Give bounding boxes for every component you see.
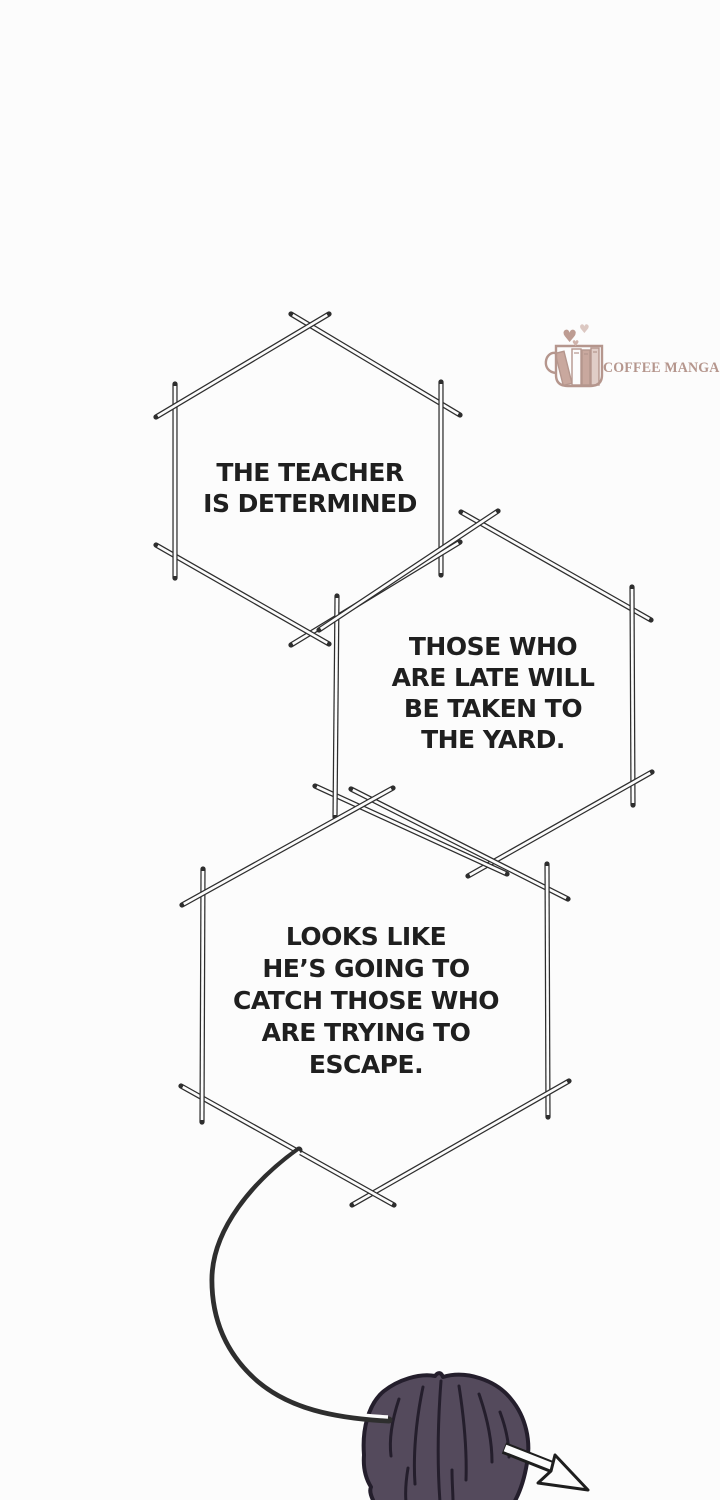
bubble-line: THE TEACHER [216,458,404,487]
hexagon-edge-stick [316,785,506,875]
bubble-line: ARE LATE WILL [391,663,595,692]
bubble-line: HE’S GOING TO [262,954,470,983]
hexagon-bubble-frame-3 [178,785,572,1208]
speech-bubble-text-3: LOOKS LIKE HE’S GOING TO CATCH THOSE WHO… [216,921,516,1081]
hair-strand-lines [388,1379,511,1500]
hexagon-edge-stick [462,511,650,621]
hexagon-edge-stick [157,544,328,645]
bubble-line: IS DETERMINED [203,489,417,518]
hexagon-edge-stick [292,313,459,416]
hexagon-bubble-frame-2 [312,508,655,879]
speech-bubble-tail [209,1146,393,1424]
direction-arrow-icon [501,1442,590,1492]
hexagon-edge-stick [157,313,328,418]
hexagon-edge-stick [469,771,651,877]
hexagon-edge-stick [630,588,635,804]
hexagon-edge-stick [545,865,550,1116]
hexagon-edge-stick [183,787,392,906]
speech-bubble-text-2: THOSE WHO ARE LATE WILL BE TAKEN TO THE … [343,631,643,755]
hexagon-edge-stick [182,1085,393,1206]
hexagon-edge-stick [200,870,205,1121]
bubble-line: CATCH THOSE WHO [232,986,500,1015]
bubble-line: LOOKS LIKE [285,922,447,951]
heart-icon: ♥ [579,322,590,336]
bubble-line: THE YARD. [421,725,565,754]
hexagon-edge-stick [333,597,339,816]
character-head [361,1371,531,1500]
bubble-line: ESCAPE. [308,1050,424,1079]
heart-icon: ♥ [562,327,578,347]
speech-bubble-text-1: THE TEACHER IS DETERMINED [160,457,460,519]
bubble-line: ARE TRYING TO [261,1018,471,1047]
bubble-line: THOSE WHO [408,632,578,661]
hair-shape [361,1371,531,1500]
hexagon-edge-stick [352,788,567,900]
coffee-cup-books-icon [544,344,604,388]
heart-icon: ♥ [572,339,580,348]
hexagon-edge-stick [319,510,498,631]
hexagon-edge-stick [353,1080,568,1206]
bubble-line: BE TAKEN TO [403,694,583,723]
watermark-text: COFFEE MANGA [603,360,720,376]
